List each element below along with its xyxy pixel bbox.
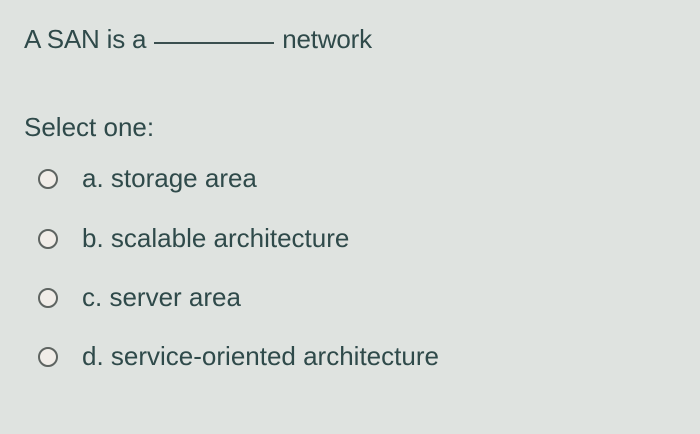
option-b[interactable]: b. scalable architecture xyxy=(38,223,349,254)
select-one-prompt: Select one: xyxy=(24,112,155,142)
option-label: b. scalable architecture xyxy=(82,223,350,253)
answer-blank xyxy=(154,42,275,44)
radio-icon[interactable] xyxy=(38,287,58,308)
option-label: a. storage area xyxy=(82,163,257,193)
option-label: c. server area xyxy=(82,282,241,312)
question-prefix: A SAN is a xyxy=(24,24,147,54)
radio-icon[interactable] xyxy=(38,346,58,367)
radio-icon[interactable] xyxy=(38,228,58,249)
radio-icon[interactable] xyxy=(38,168,58,189)
question-text: A SAN is a network xyxy=(24,24,372,55)
option-a[interactable]: a. storage area xyxy=(38,163,257,194)
question-suffix: network xyxy=(282,24,372,54)
option-c[interactable]: c. server area xyxy=(38,282,241,313)
option-d[interactable]: d. service-oriented architecture xyxy=(38,341,439,372)
option-label: d. service-oriented architecture xyxy=(82,341,439,371)
